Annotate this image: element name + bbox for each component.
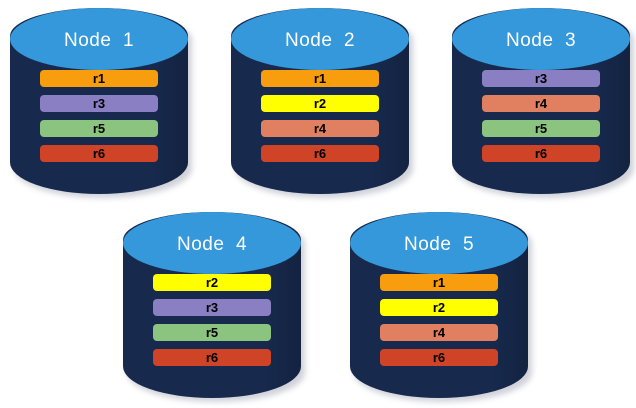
- cylinder-top-ellipse: Node 2: [231, 8, 409, 70]
- replica-bar[interactable]: r6: [380, 349, 498, 366]
- node-label: Node 1: [63, 29, 135, 51]
- replica-bar[interactable]: r2: [380, 299, 498, 316]
- replica-bar[interactable]: r2: [153, 274, 271, 291]
- replica-bar[interactable]: r5: [153, 324, 271, 341]
- replica-label: r6: [205, 350, 219, 365]
- node-3[interactable]: Node 3 r3 r4 r5 r6: [452, 8, 634, 198]
- replica-list: r1 r2 r4 r6: [261, 70, 379, 162]
- replica-label: r2: [432, 300, 446, 315]
- replica-bar[interactable]: r6: [261, 145, 379, 162]
- replica-bar[interactable]: r3: [40, 95, 158, 112]
- replica-label: r3: [205, 300, 219, 315]
- replica-label: r1: [432, 275, 446, 290]
- replica-label: r1: [313, 71, 327, 86]
- replica-bar[interactable]: r5: [40, 120, 158, 137]
- replica-list: r2 r3 r5 r6: [153, 274, 271, 366]
- replica-label: r4: [534, 96, 548, 111]
- replica-bar[interactable]: r4: [261, 120, 379, 137]
- cylinder-top-ellipse: Node 5: [350, 212, 528, 274]
- cylinder-top-ellipse: Node 4: [123, 212, 301, 274]
- replica-label: r1: [92, 71, 106, 86]
- replica-bar[interactable]: r2: [261, 95, 379, 112]
- replica-list: r1 r2 r4 r6: [380, 274, 498, 366]
- replica-label: r2: [205, 275, 219, 290]
- replica-label: r5: [92, 121, 106, 136]
- node-label: Node 2: [284, 29, 356, 51]
- replica-bar[interactable]: r6: [153, 349, 271, 366]
- node-label: Node 4: [176, 233, 248, 255]
- replica-label: r3: [534, 71, 548, 86]
- replica-label: r4: [432, 325, 446, 340]
- replica-label: r6: [534, 146, 548, 161]
- replica-bar[interactable]: r1: [40, 70, 158, 87]
- replica-bar[interactable]: r5: [482, 120, 600, 137]
- replica-bar[interactable]: r6: [482, 145, 600, 162]
- replica-bar[interactable]: r4: [482, 95, 600, 112]
- replica-label: r5: [205, 325, 219, 340]
- replica-bar[interactable]: r3: [482, 70, 600, 87]
- replica-label: r6: [313, 146, 327, 161]
- node-4[interactable]: Node 4 r2 r3 r5 r6: [123, 212, 305, 402]
- node-1[interactable]: Node 1 r1 r3 r5 r6: [10, 8, 192, 198]
- replica-label: r2: [313, 96, 327, 111]
- replica-label: r4: [313, 121, 327, 136]
- replica-list: r3 r4 r5 r6: [482, 70, 600, 162]
- replica-label: r5: [534, 121, 548, 136]
- replica-bar[interactable]: r6: [40, 145, 158, 162]
- replica-bar[interactable]: r1: [380, 274, 498, 291]
- cylinder-top-ellipse: Node 1: [10, 8, 188, 70]
- replica-label: r6: [432, 350, 446, 365]
- node-label: Node 3: [505, 29, 577, 51]
- cylinder-top-ellipse: Node 3: [452, 8, 630, 70]
- replica-bar[interactable]: r3: [153, 299, 271, 316]
- replica-bar[interactable]: r4: [380, 324, 498, 341]
- replica-bar[interactable]: r1: [261, 70, 379, 87]
- replica-label: r3: [92, 96, 106, 111]
- node-5[interactable]: Node 5 r1 r2 r4 r6: [350, 212, 532, 402]
- replica-list: r1 r3 r5 r6: [40, 70, 158, 162]
- replica-label: r6: [92, 146, 106, 161]
- node-2[interactable]: Node 2 r1 r2 r4 r6: [231, 8, 413, 198]
- node-label: Node 5: [403, 233, 475, 255]
